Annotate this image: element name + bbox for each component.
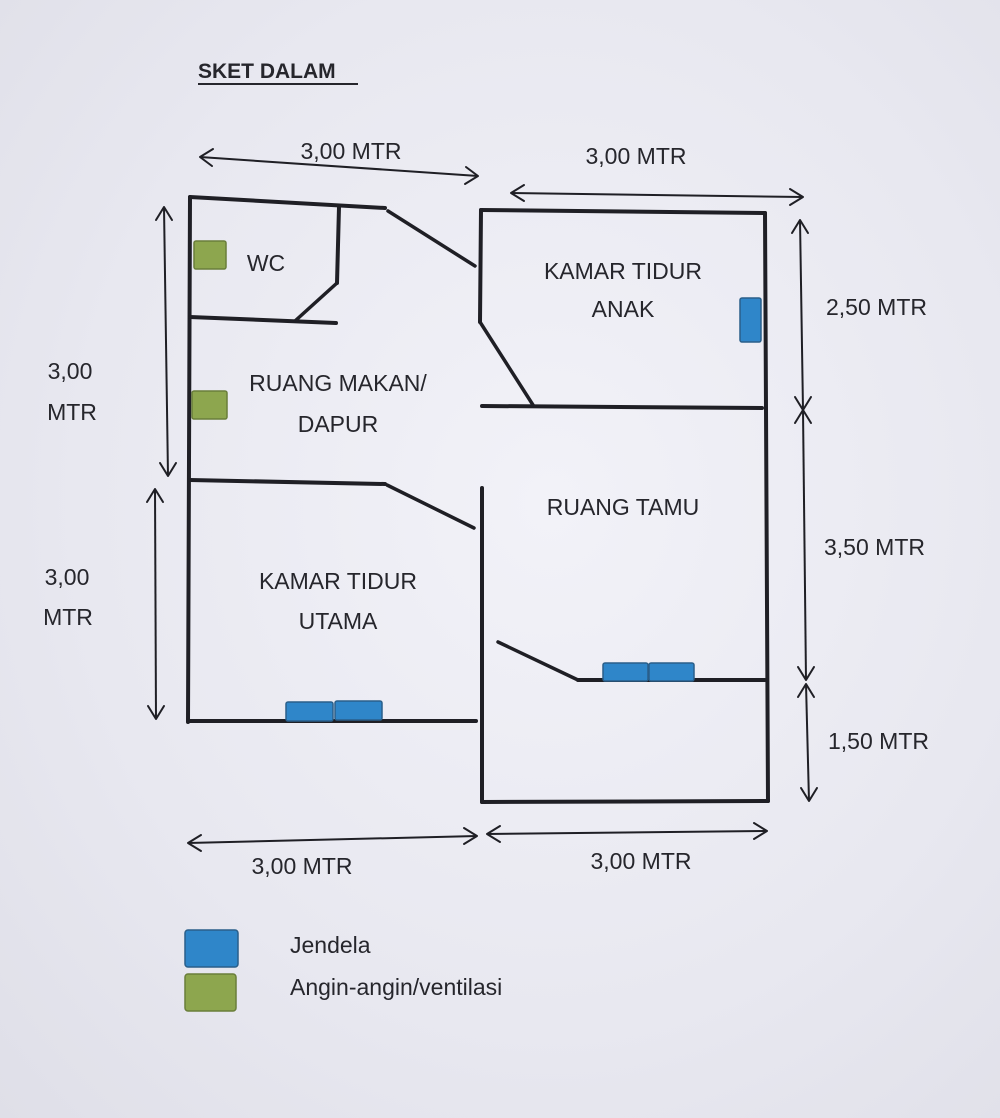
arrowhead	[797, 683, 815, 698]
legend-label-window: Jendela	[290, 932, 371, 958]
legend: Jendela Angin-angin/ventilasi	[184, 929, 502, 1012]
arrowhead	[155, 206, 173, 221]
arrowhead	[187, 834, 202, 852]
wall-wc-right	[335, 205, 341, 285]
room-label-kamar-anak-line2: ANAK	[592, 296, 655, 322]
arrowhead	[800, 787, 818, 802]
dimension-right-1-line	[799, 219, 804, 411]
door-kamar-anak	[478, 320, 535, 407]
window-swatch-icon	[184, 929, 239, 968]
dimension-left-lower-line	[154, 488, 157, 720]
room-label-ruang-makan-line2: DAPUR	[298, 411, 379, 437]
room-label-ruang-makan-line1: RUANG MAKAN/	[249, 370, 427, 396]
wall-bottom-right	[480, 799, 770, 804]
dimension-label-bottom-left: 3,00 MTR	[252, 853, 353, 879]
arrowhead	[794, 409, 812, 424]
dimension-label-top-right: 3,00 MTR	[586, 143, 687, 169]
door-ruang-tamu	[496, 640, 580, 682]
wall-top-right	[479, 208, 767, 215]
window-kamar-utama-2	[334, 700, 383, 721]
room-labels: WC KAMAR TIDUR ANAK RUANG MAKAN/ DAPUR R…	[247, 250, 702, 634]
dimension-left-upper-line	[163, 206, 169, 477]
dimension-lines	[146, 148, 818, 852]
page-title: SKET DALAM	[198, 60, 336, 83]
arrowhead	[791, 219, 809, 234]
ventilation-swatch-icon	[184, 973, 237, 1012]
dimension-bottom-right-line	[486, 830, 768, 835]
room-label-kamar-anak-line1: KAMAR TIDUR	[544, 258, 702, 284]
window-ruang-tamu-2	[648, 662, 695, 682]
room-label-kamar-utama-line1: KAMAR TIDUR	[259, 568, 417, 594]
dimension-label-left-lower-unit: MTR	[43, 604, 93, 630]
dimension-label-right-3: 1,50 MTR	[828, 728, 929, 754]
wall-top-left	[188, 195, 387, 210]
wall-left	[186, 195, 192, 724]
arrowhead	[464, 166, 479, 185]
room-label-kamar-utama-line2: UTAMA	[299, 608, 378, 634]
doors	[293, 209, 580, 682]
dimension-label-bottom-right: 3,00 MTR	[591, 848, 692, 874]
dimension-label-right-1: 2,50 MTR	[826, 294, 927, 320]
dimension-right-2-line	[802, 409, 807, 681]
windows	[285, 297, 762, 722]
room-label-ruang-tamu: RUANG TAMU	[547, 494, 700, 520]
dimension-bottom-left-line	[187, 835, 478, 844]
legend-label-ventilation: Angin-angin/ventilasi	[290, 974, 502, 1000]
arrowhead	[147, 705, 165, 720]
wall-anak-left	[478, 208, 483, 324]
dimension-label-left-upper-unit: MTR	[47, 399, 97, 425]
arrowhead	[510, 184, 525, 202]
dimension-label-top-left: 3,00 MTR	[301, 138, 402, 164]
window-kamar-utama-1	[285, 701, 334, 722]
ventilations	[191, 240, 228, 420]
arrowhead	[199, 148, 214, 167]
dimension-label-left-upper-value: 3,00	[48, 358, 93, 384]
dimension-label-right-2: 3,50 MTR	[824, 534, 925, 560]
arrowhead	[159, 462, 177, 477]
arrowhead	[789, 188, 804, 206]
arrowhead	[146, 488, 164, 503]
ventilation-wc	[193, 240, 227, 270]
arrowhead	[797, 666, 815, 681]
wall-anak-bottom	[480, 404, 764, 410]
dimension-labels: 3,00 MTR 3,00 MTR 3,00 MTR 3,00 MTR 2,50…	[43, 138, 929, 879]
dimension-right-3-line	[805, 683, 810, 802]
wall-right	[763, 211, 770, 803]
door-kamar-utama	[385, 483, 476, 530]
wall-kamar-utama-top	[188, 478, 387, 486]
wall-wc-bottom	[188, 315, 338, 325]
dimension-top-left-line	[199, 156, 479, 177]
door-main-corridor	[386, 209, 477, 268]
arrowhead	[753, 822, 768, 840]
window-kamar-anak	[739, 297, 762, 343]
ventilation-dapur	[191, 390, 228, 420]
room-label-wc: WC	[247, 250, 285, 276]
door-wc	[293, 281, 339, 323]
window-ruang-tamu-1	[602, 662, 649, 682]
arrowhead	[463, 827, 478, 845]
dimension-label-left-lower-value: 3,00	[45, 564, 90, 590]
dimension-top-right-line	[510, 192, 804, 198]
arrowhead	[486, 825, 501, 843]
